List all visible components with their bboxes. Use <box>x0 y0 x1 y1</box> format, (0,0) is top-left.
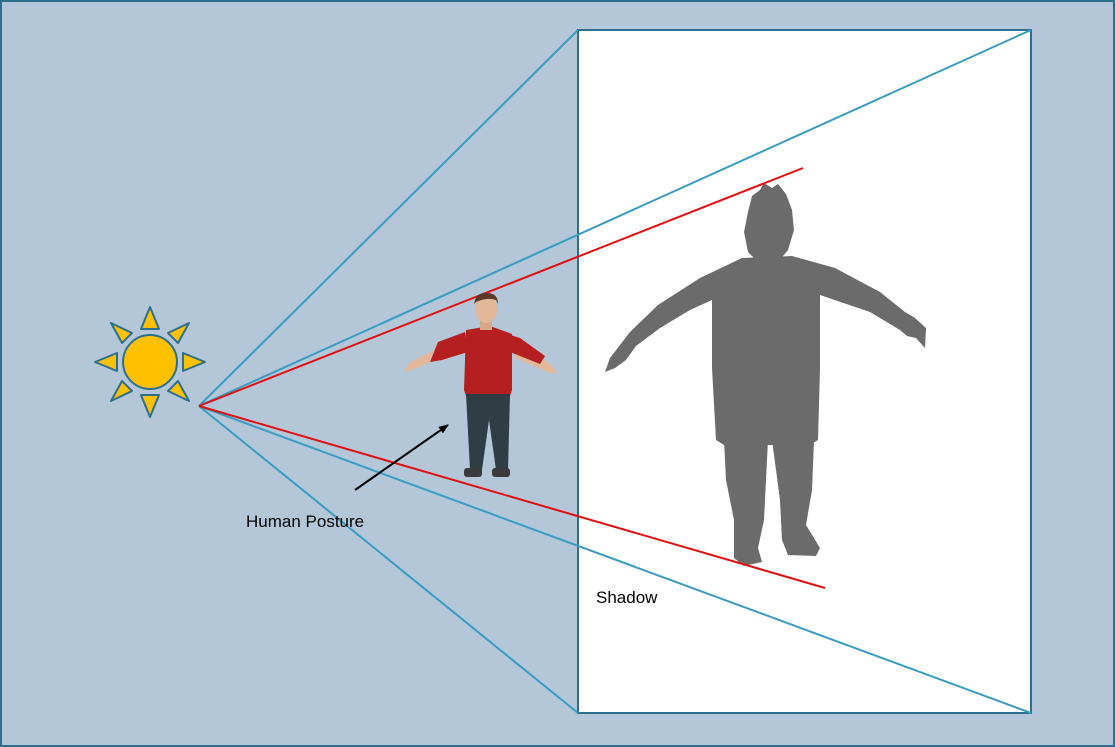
human-posture-label: Human Posture <box>246 512 364 531</box>
shadow-label: Shadow <box>596 588 658 607</box>
sun-icon <box>95 307 205 417</box>
